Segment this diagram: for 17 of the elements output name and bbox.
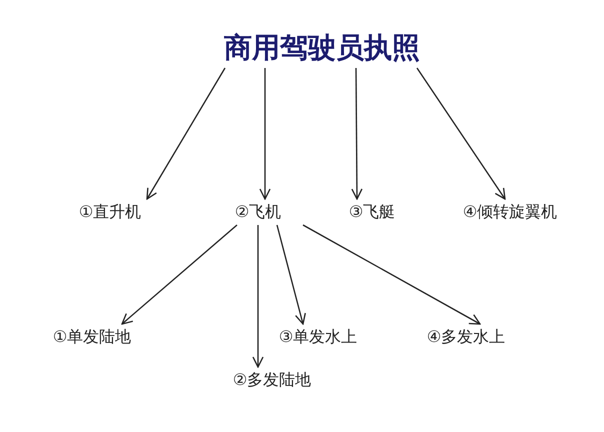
- arrow: [302, 224, 481, 325]
- node-label: ④倾转旋翼机: [462, 202, 558, 222]
- arrow: [416, 68, 506, 200]
- node-label: ③单发水上: [278, 327, 358, 347]
- node-label: ④多发水上: [426, 327, 506, 347]
- arrow: [121, 224, 238, 325]
- node-label: ②多发陆地: [232, 370, 312, 390]
- arrow: [259, 68, 271, 200]
- node-label: ③飞艇: [348, 202, 396, 222]
- arrow: [146, 68, 226, 200]
- heading-text: 商用驾驶员执照: [224, 31, 420, 65]
- node-label: ①单发陆地: [52, 327, 132, 347]
- arrow: [276, 224, 306, 325]
- node-label: ①直升机: [78, 202, 142, 222]
- node-label: ②飞机: [234, 202, 282, 222]
- arrow: [252, 225, 264, 368]
- arrow: [351, 68, 363, 200]
